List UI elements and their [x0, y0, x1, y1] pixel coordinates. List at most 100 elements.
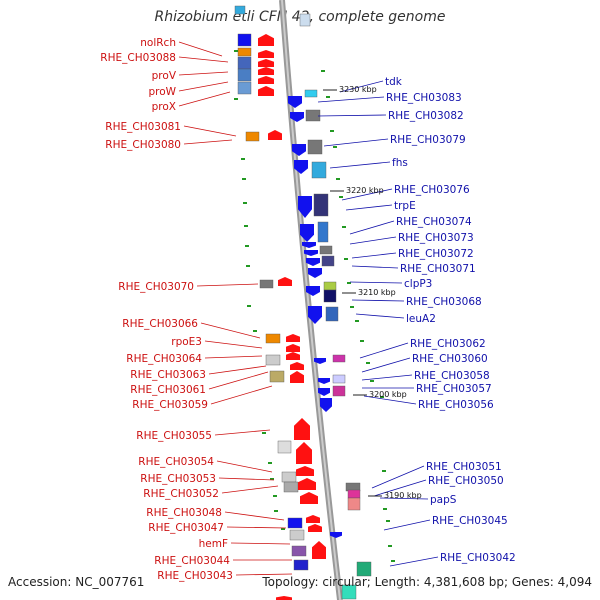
genome-backbone-highlight	[281, 0, 341, 600]
leader-line-left	[204, 340, 263, 349]
tick-mark	[253, 330, 257, 332]
leader-line-left	[178, 71, 229, 76]
gene-label-left: RHE_CH03059	[132, 399, 208, 411]
gene-arrow-plus	[258, 67, 274, 75]
gene-box	[287, 517, 303, 529]
leader-line-right	[317, 96, 385, 103]
tick-mark	[242, 178, 246, 180]
leader-line-left	[208, 365, 267, 375]
tick-layer	[234, 50, 395, 562]
leader-line-left	[226, 526, 287, 529]
tick-mark	[336, 178, 340, 180]
gene-box	[269, 370, 285, 383]
tick-mark	[391, 560, 395, 562]
tick-mark	[347, 282, 351, 284]
gene-arrow-minus	[300, 224, 314, 242]
leader-line-right	[389, 556, 439, 567]
gene-arrow-minus	[298, 196, 312, 218]
gene-label-right: RHE_CH03068	[406, 296, 482, 308]
gene-arrow-minus	[306, 258, 320, 266]
leader-line-left	[178, 81, 229, 92]
gene-box	[237, 47, 252, 57]
gene-label-right: RHE_CH03079	[390, 134, 466, 146]
tick-mark	[241, 158, 245, 160]
gene-label-right: RHE_CH03062	[410, 338, 486, 350]
gene-label-left: RHE_CH03047	[148, 522, 224, 534]
genome-stats: Topology: circular; Length: 4,381,608 bp…	[262, 575, 592, 589]
leader-line-left	[200, 322, 261, 339]
leader-line-left	[230, 542, 291, 545]
leader-line-left	[183, 139, 233, 145]
gene-arrow-minus	[308, 268, 322, 278]
gene-box	[237, 81, 252, 95]
tick-mark	[321, 70, 325, 72]
accession-text: Accession: NC_007761	[8, 575, 145, 589]
scale-label: 3200 kbp	[369, 390, 407, 399]
leader-line-left	[178, 91, 231, 107]
tick-mark	[383, 508, 387, 510]
gene-box	[281, 471, 297, 483]
leader-line-right	[361, 374, 413, 381]
gene-box	[245, 131, 260, 142]
leader-line-right	[351, 265, 399, 269]
gene-arrow-plus	[286, 344, 300, 352]
tick-mark	[268, 462, 272, 464]
tick-mark	[386, 520, 390, 522]
gene-label-left: RHE_CH03081	[105, 121, 181, 133]
gene-box	[347, 497, 361, 511]
gene-label-left: RHE_CH03053	[140, 473, 216, 485]
leader-line-left	[183, 125, 237, 137]
gene-label-left: RHE_CH03052	[143, 488, 219, 500]
gene-arrow-plus	[258, 34, 274, 46]
gene-box	[305, 109, 321, 122]
gene-label-left: rpoE3	[171, 336, 202, 348]
gene-label-left: RHE_CH03064	[126, 353, 202, 365]
gene-arrow-plus	[312, 541, 326, 559]
gene-box	[237, 33, 252, 47]
gene-arrow-plus	[294, 418, 310, 440]
leader-line-right	[359, 342, 409, 359]
gene-label-left: proX	[152, 101, 176, 113]
gene-label-right: fhs	[392, 157, 408, 169]
gene-box	[321, 255, 335, 267]
tick-mark	[388, 545, 392, 547]
tick-mark	[330, 130, 334, 132]
gene-box	[323, 289, 337, 303]
tick-mark	[333, 146, 337, 148]
gene-arrow-minus	[314, 358, 326, 364]
gene-label-left: proW	[148, 86, 176, 98]
gene-arrow-plus	[258, 59, 274, 67]
gene-label-right: RHE_CH03051	[426, 461, 502, 473]
tick-mark	[273, 495, 277, 497]
tick-mark	[380, 396, 384, 398]
gene-arrow-plus	[258, 76, 274, 84]
gene-box	[325, 306, 339, 322]
tick-mark	[234, 50, 238, 52]
tick-mark	[246, 265, 250, 267]
gene-label-right: RHE_CH03082	[388, 110, 464, 122]
tick-mark	[355, 320, 359, 322]
gene-box	[259, 279, 274, 289]
gene-arrow-minus	[306, 286, 320, 296]
gene-arrow-plus	[258, 86, 274, 96]
gene-arrow-minus	[288, 96, 302, 108]
leader-line-left	[218, 477, 275, 481]
gene-arrow-plus	[298, 478, 316, 490]
gene-label-left: RHE_CH03048	[146, 507, 222, 519]
leader-line-right	[379, 497, 429, 500]
gene-label-left: RHE_CH03043	[157, 570, 233, 582]
gene-label-left: RHE_CH03088	[100, 52, 176, 64]
tick-mark	[244, 225, 248, 227]
gene-arrow-plus	[296, 466, 314, 476]
leader-line-right	[323, 138, 389, 147]
tick-mark	[339, 196, 343, 198]
gene-label-left: RHE_CH03066	[122, 318, 198, 330]
tick-mark	[350, 306, 354, 308]
leader-line-right	[361, 357, 411, 373]
gene-arrow-minus	[318, 378, 330, 384]
gene-arrow-plus	[308, 524, 322, 532]
gene-label-right: RHE_CH03058	[414, 370, 490, 382]
gene-box	[356, 561, 372, 577]
leader-line-right	[329, 161, 391, 169]
gene-arrow-minus	[294, 160, 308, 174]
